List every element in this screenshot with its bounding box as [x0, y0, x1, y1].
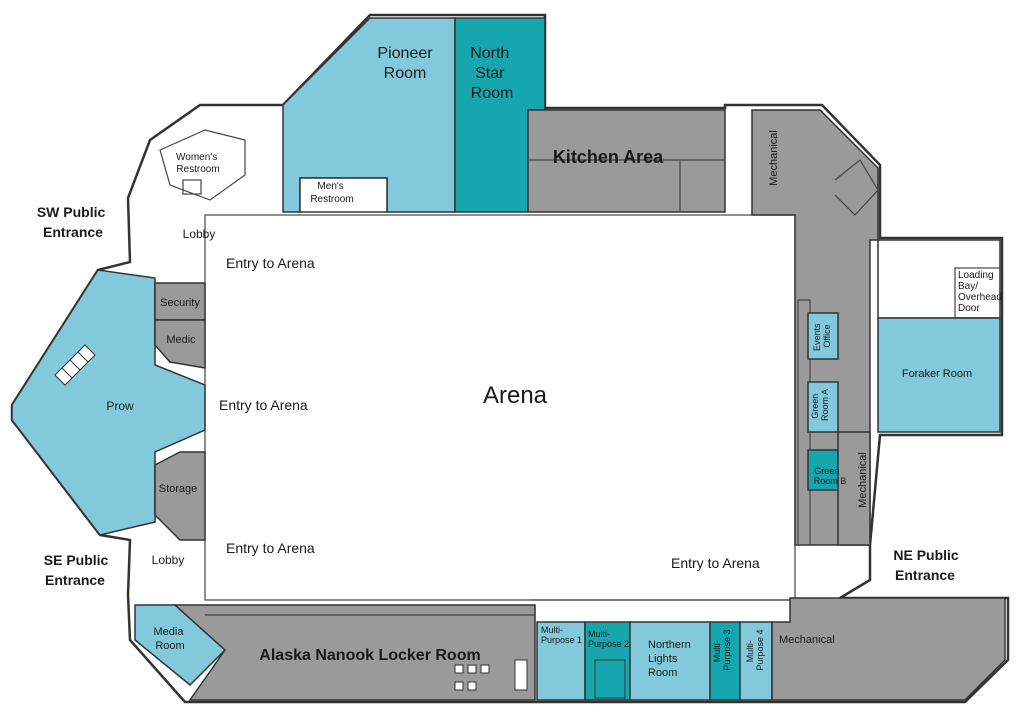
green-room-b-label: Green Room B — [814, 466, 847, 486]
mp4-line-1: Multi- — [745, 640, 755, 662]
mens-line-2: Restroom — [310, 194, 353, 205]
mens-restroom[interactable] — [299, 177, 388, 213]
green-b-line-1: Green — [814, 466, 839, 476]
locker-fixtures — [454, 659, 528, 691]
north-star-label: North Star Room — [470, 45, 514, 102]
multi-purpose-1-label: Multi- Purpose 1 — [541, 625, 582, 645]
green-a-line-1: Green — [810, 394, 820, 419]
mp1-line-1: Multi- — [541, 625, 563, 635]
ne-line-2: Entrance — [895, 567, 955, 583]
multi-purpose-4-label: Multi- Purpose 4 — [745, 629, 765, 670]
media-room-label: Media Room — [153, 626, 186, 652]
media-line-1: Media — [153, 626, 184, 638]
northern-lights-room[interactable] — [629, 621, 711, 701]
loading-line-3: Overhead — [958, 292, 1002, 303]
se-line-1: SE Public — [44, 552, 109, 568]
locker-room[interactable] — [173, 604, 536, 701]
nl-line-3: Room — [648, 667, 677, 679]
storage-room[interactable] — [154, 451, 206, 541]
sw-line-1: SW Public — [37, 204, 106, 220]
multi-purpose-2-label: Multi- Purpose 2 — [588, 629, 629, 649]
entry-to-arena-2: Entry to Arena — [219, 397, 308, 413]
prow-stairs-icon — [54, 344, 96, 386]
green-room-a-label: Green Room A — [810, 389, 830, 421]
womens-line-1: Women's — [176, 152, 217, 163]
se-entrance-label: SE Public Entrance — [44, 552, 112, 588]
mp2-line-2: Purpose 2 — [588, 639, 629, 649]
north-star-line-2: Star — [475, 65, 505, 82]
entry-to-arena-4: Entry to Arena — [671, 555, 760, 571]
kitchen-label: Kitchen Area — [553, 147, 664, 167]
nl-line-1: Northern — [648, 639, 691, 651]
multi-purpose-1[interactable] — [536, 621, 586, 701]
mp1-line-2: Purpose 1 — [541, 635, 582, 645]
womens-line-2: Restroom — [176, 164, 219, 175]
foraker-label: Foraker Room — [902, 368, 972, 380]
foraker-room[interactable] — [877, 317, 1001, 433]
security-label: Security — [160, 297, 200, 309]
medic-room[interactable] — [154, 319, 206, 369]
loading-bay-label: Loading Bay/ Overhead Door — [958, 270, 1005, 314]
se-line-2: Entrance — [45, 572, 105, 588]
kitchen-area[interactable] — [527, 109, 726, 213]
mp3-line-1: Multi- — [712, 640, 722, 662]
prow[interactable] — [11, 269, 206, 536]
pioneer-room-label-2: Room — [384, 65, 427, 82]
mechanical-bottom[interactable] — [771, 597, 1006, 701]
multi-purpose-3[interactable] — [709, 621, 741, 701]
womens-restroom-label: Women's Restroom — [176, 152, 220, 175]
media-line-2: Room — [155, 640, 184, 652]
mp4-line-2: Purpose 4 — [755, 629, 765, 670]
mp3-line-2: Purpose 3 — [722, 629, 732, 670]
loading-line-2: Bay/ — [958, 281, 978, 292]
loading-bay[interactable] — [877, 239, 1001, 319]
events-office-label: Events Office — [812, 321, 832, 351]
storage-label: Storage — [159, 483, 198, 495]
northern-lights-label: Northern Lights Room — [648, 639, 694, 679]
mechanical-bottom-label: Mechanical — [779, 634, 835, 646]
lobby-bottom-label: Lobby — [152, 553, 185, 567]
nl-line-2: Lights — [648, 653, 678, 665]
prow-label: Prow — [106, 399, 134, 413]
north-star-line-1: North — [470, 45, 509, 62]
mens-line-1: Men's — [317, 181, 343, 192]
green-room-a[interactable] — [807, 381, 839, 433]
sw-entrance-label: SW Public Entrance — [37, 204, 109, 240]
locker-room-label: Alaska Nanook Locker Room — [259, 647, 480, 664]
multi-purpose-3-label: Multi- Purpose 3 — [712, 629, 732, 670]
events-line-1: Events — [812, 323, 822, 351]
green-b-line-2: Room B — [814, 476, 847, 486]
ne-line-1: NE Public — [893, 547, 959, 563]
medic-label: Medic — [166, 334, 196, 346]
womens-restroom[interactable] — [159, 129, 246, 201]
pioneer-room-label: Pioneer — [377, 45, 433, 62]
mechanical-top-label: Mechanical — [768, 130, 780, 186]
events-line-2: Office — [822, 324, 832, 347]
mechanical-right-label: Mechanical — [857, 452, 869, 508]
lobby-top-label: Lobby — [183, 227, 216, 241]
north-star-line-3: Room — [471, 85, 514, 102]
green-a-line-2: Room A — [820, 389, 830, 421]
loading-line-4: Door — [958, 303, 980, 314]
entry-to-arena-3: Entry to Arena — [226, 540, 315, 556]
entry-to-arena-1: Entry to Arena — [226, 255, 315, 271]
media-room[interactable] — [134, 604, 227, 687]
sw-line-2: Entrance — [43, 224, 103, 240]
arena-label: Arena — [483, 382, 548, 409]
mp2-line-1: Multi- — [588, 629, 610, 639]
ne-entrance-label: NE Public Entrance — [893, 547, 962, 583]
mens-restroom-label: Men's Restroom — [310, 181, 353, 205]
events-office[interactable] — [807, 312, 839, 360]
loading-line-1: Loading — [958, 270, 994, 281]
